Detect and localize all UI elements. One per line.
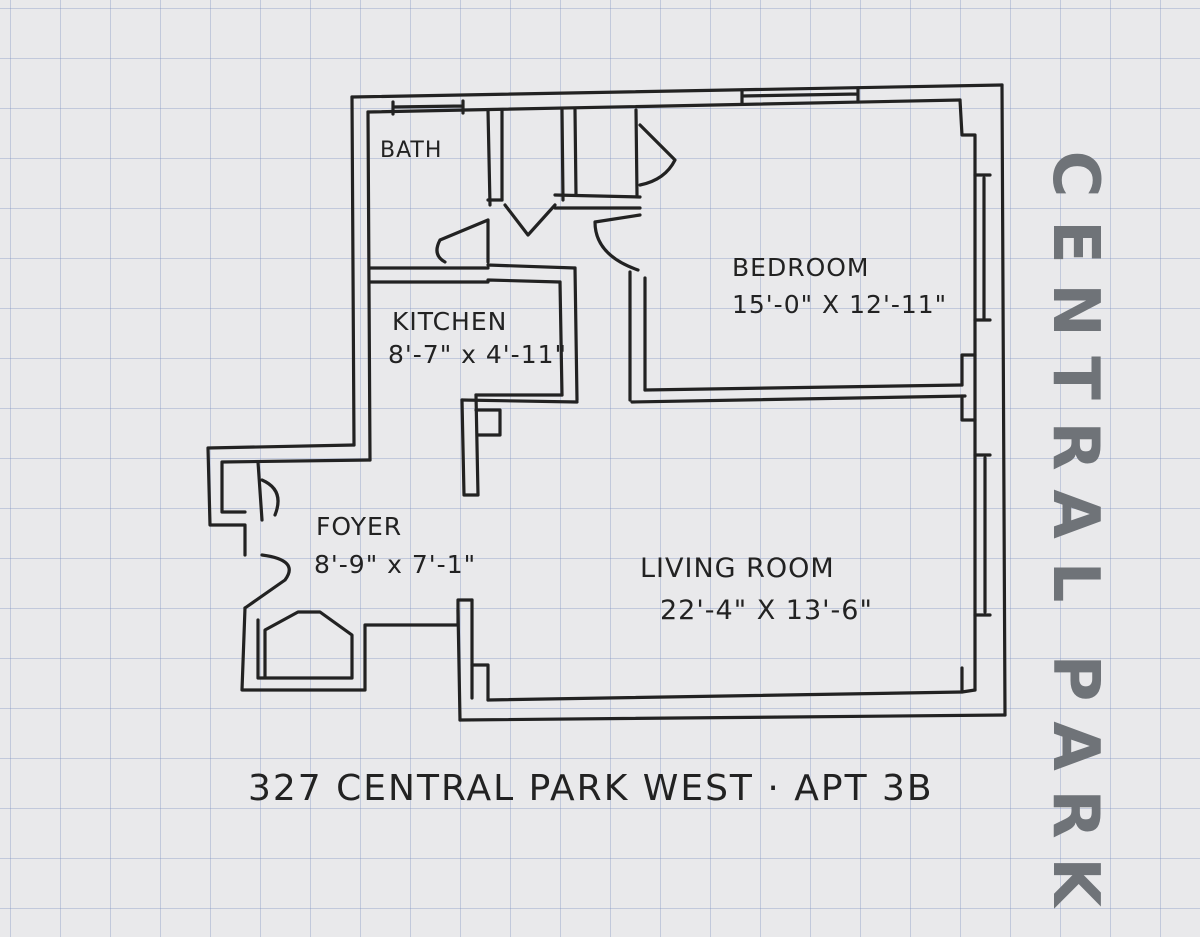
wall-top-inner: [366, 98, 962, 114]
wall-bath-kitchen: [368, 263, 577, 284]
wall-closet-bottom: [486, 193, 642, 210]
wall-kitchen-stub: [460, 393, 480, 497]
room-dimensions-foyer: 8'-9" x 7'-1": [314, 550, 477, 579]
wall-right-outer: [1000, 83, 1007, 717]
street-label-letter: K: [1038, 857, 1112, 907]
wall-bedroom-bottom: [630, 383, 967, 404]
door-bedroom: [593, 213, 642, 272]
window-right-2: [973, 453, 992, 617]
door-foyer-closet: [256, 460, 280, 522]
wall-living-left: [456, 598, 474, 722]
window-top-bath: [391, 99, 465, 116]
room-dimensions-bedroom: 15'-0" X 12'-11": [732, 290, 948, 319]
door-closet-1: [503, 203, 557, 237]
wall-closet-right: [634, 108, 639, 197]
room-dimensions-kitchen: 8'-7" x 4'-11": [388, 340, 568, 369]
wall-foyer-closet: [206, 443, 372, 557]
room-label-kitchen: KITCHEN: [392, 307, 508, 336]
wall-bath-right: [486, 108, 504, 207]
door-entry: [243, 553, 291, 610]
wall-left-outer: [350, 95, 356, 447]
street-label-letter: L: [1038, 561, 1112, 603]
window-right-1: [973, 173, 992, 322]
wall-vestibule: [240, 606, 460, 692]
wall-kitchen-corner: [474, 408, 502, 437]
door-closet-2: [638, 123, 677, 187]
wall-right-inner: [958, 98, 977, 692]
wall-living-step: [470, 663, 977, 702]
wall-top-outer: [350, 83, 1004, 99]
wall-kitchen-right: [558, 266, 579, 402]
room-label-foyer: FOYER: [316, 512, 403, 541]
wall-pilaster: [960, 353, 977, 422]
address-caption: 327 CENTRAL PARK WEST · APT 3B: [248, 768, 934, 809]
window-top: [740, 86, 860, 106]
room-label-bath: BATH: [380, 138, 443, 163]
room-dimensions-living-room: 22'-4" X 13'-6": [660, 595, 873, 626]
room-label-bedroom: BEDROOM: [732, 253, 870, 282]
door-bath: [435, 218, 490, 264]
wall-left-inner: [366, 110, 372, 462]
wall-closet-partition: [560, 108, 578, 202]
wall-bedroom-left: [628, 270, 647, 402]
floor-plan-drawing: [206, 83, 1007, 722]
wall-foyer-right: [456, 598, 474, 627]
room-label-living-room: LIVING ROOM: [640, 553, 835, 584]
wall-kitchen-bottom: [460, 393, 579, 404]
wall-living-bottom: [458, 690, 1007, 722]
